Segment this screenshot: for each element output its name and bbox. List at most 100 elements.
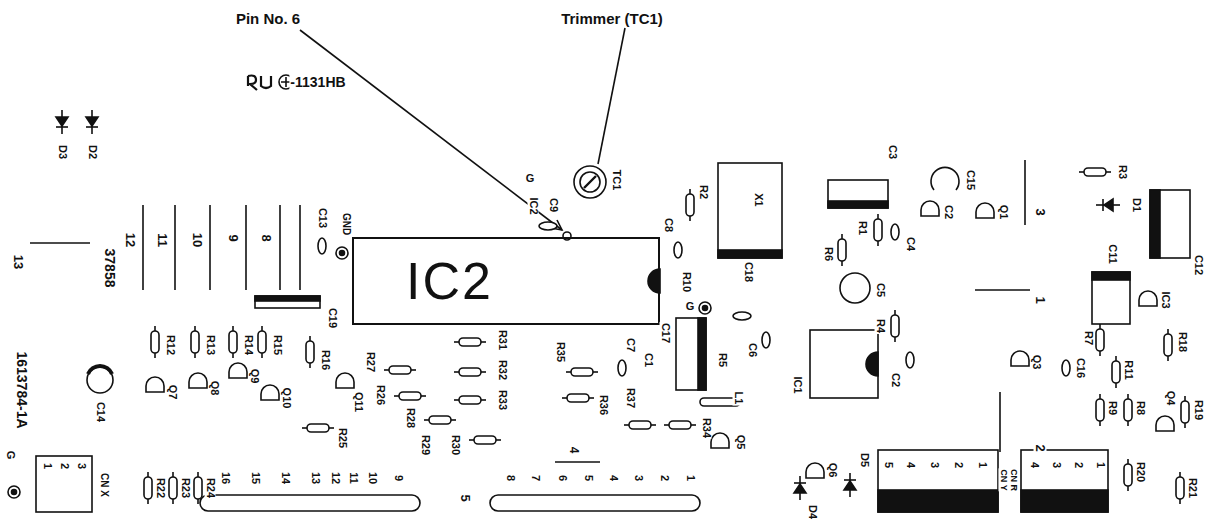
- part-label: R9: [1107, 400, 1118, 416]
- track-line: [209, 205, 211, 290]
- diode-symbol: [86, 110, 98, 134]
- edge-contact-strip: [200, 495, 420, 511]
- pin-number: 4: [1029, 461, 1040, 469]
- part-label: C7: [625, 337, 636, 353]
- pin-number: 11: [156, 232, 169, 248]
- board-marking: -1131HB: [289, 75, 346, 89]
- resistor-symbol: [1176, 472, 1184, 504]
- track-line: [999, 392, 1001, 452]
- pin-number: 4: [608, 474, 619, 482]
- diode-symbol: [794, 476, 806, 500]
- transistor-symbol: [921, 201, 939, 216]
- capacitor-outline: [255, 296, 320, 308]
- part-label: Q11: [353, 391, 364, 413]
- pin-number: 16: [220, 471, 231, 485]
- pin-number: 8: [260, 233, 273, 242]
- transistor-symbol: [711, 433, 729, 448]
- part-label: C2: [890, 372, 901, 388]
- resistor-symbol: [1112, 356, 1120, 388]
- part-label: R22: [155, 477, 166, 499]
- part-label: R20: [1135, 461, 1146, 483]
- part-label: R4: [875, 318, 886, 334]
- pin-number: 5: [883, 461, 894, 469]
- part-label: C14: [95, 401, 106, 423]
- pin-number: 9: [227, 233, 240, 242]
- resistor-symbol: [874, 214, 882, 246]
- part-label: R32: [497, 359, 508, 381]
- pin-number: 3: [929, 461, 940, 469]
- pin-number: 7: [530, 474, 541, 482]
- part-label: X1: [753, 192, 764, 207]
- approval-mark: [248, 76, 271, 91]
- diode-symbol: [1096, 199, 1120, 211]
- pin-number: 1: [977, 461, 988, 469]
- part-label: C15: [965, 169, 976, 191]
- part-label: R30: [450, 434, 461, 456]
- ic-outline: [810, 330, 878, 398]
- resistor-symbol: [1096, 324, 1104, 356]
- connector-outline: [36, 456, 92, 512]
- part-label: G: [525, 173, 536, 184]
- pin-number: 6: [557, 474, 568, 482]
- ground-point: [699, 302, 711, 314]
- pin-number: 37858: [103, 248, 117, 289]
- part-label: R12: [165, 334, 176, 356]
- part-label: D5: [859, 452, 870, 468]
- resistor-symbol: [1096, 394, 1104, 426]
- part-label: Q8: [209, 380, 220, 397]
- part-label: R19: [1193, 399, 1204, 421]
- part-label: R31: [497, 329, 508, 351]
- part-label: R35: [555, 341, 566, 363]
- transistor-symbol: [1011, 351, 1029, 366]
- part-label: R6: [823, 246, 834, 262]
- part-label: C4: [905, 236, 916, 252]
- connector-outline: [1021, 490, 1108, 512]
- resistor-symbol: [1181, 396, 1189, 428]
- part-label: L1: [733, 391, 744, 406]
- transistor-symbol: [189, 373, 207, 388]
- track-line: [245, 205, 247, 290]
- pin-number: 2: [1073, 461, 1084, 469]
- resistor-symbol: [1124, 394, 1132, 426]
- leader-line: [598, 28, 625, 164]
- transistor-symbol: [976, 203, 994, 218]
- pin-number: 13: [310, 471, 321, 485]
- part-label: G: [685, 301, 696, 312]
- pin-number: 8: [505, 474, 516, 482]
- ground-point: [8, 486, 20, 498]
- part-label: C3: [887, 144, 898, 160]
- board-marking: 1613784-1A: [15, 350, 29, 429]
- ic-label: IC2: [406, 251, 493, 311]
- part-label: R36: [598, 394, 609, 416]
- resistor-symbol: [624, 421, 656, 429]
- part-label: R2: [698, 184, 709, 200]
- part-label: R24: [205, 477, 216, 499]
- resistor-symbol: [302, 424, 334, 432]
- crystal-outline: [718, 250, 782, 258]
- pin-number: 10: [367, 471, 378, 485]
- resistor-symbol: [469, 436, 501, 444]
- transistor-symbol: [261, 385, 279, 400]
- part-label: D3: [57, 144, 68, 160]
- trimmer-symbol: [584, 176, 596, 188]
- capacitor-symbol: [931, 167, 959, 190]
- capacitor-symbol: [88, 366, 112, 374]
- part-label: R16: [320, 349, 331, 371]
- part-label: R26: [375, 384, 386, 406]
- part-label: G: [5, 450, 16, 461]
- part-label: C12: [1193, 254, 1204, 276]
- resistor-symbol: [1079, 168, 1111, 176]
- part-label: C5: [875, 282, 886, 298]
- part-label: C19: [327, 307, 338, 329]
- capacitor-outline: [1092, 272, 1130, 324]
- ic-outline: IC2: [352, 237, 660, 325]
- diode-outline: [1150, 190, 1190, 258]
- callout-text: Trimmer (TC1): [560, 11, 664, 26]
- transistor-symbol: [229, 363, 247, 378]
- capacitor-outline: [828, 180, 888, 208]
- resistor-symbol: [562, 394, 594, 402]
- part-label: R15: [272, 334, 283, 356]
- track-line: [174, 205, 176, 290]
- leader-line: [300, 30, 562, 230]
- pin-number: 1: [1095, 461, 1106, 469]
